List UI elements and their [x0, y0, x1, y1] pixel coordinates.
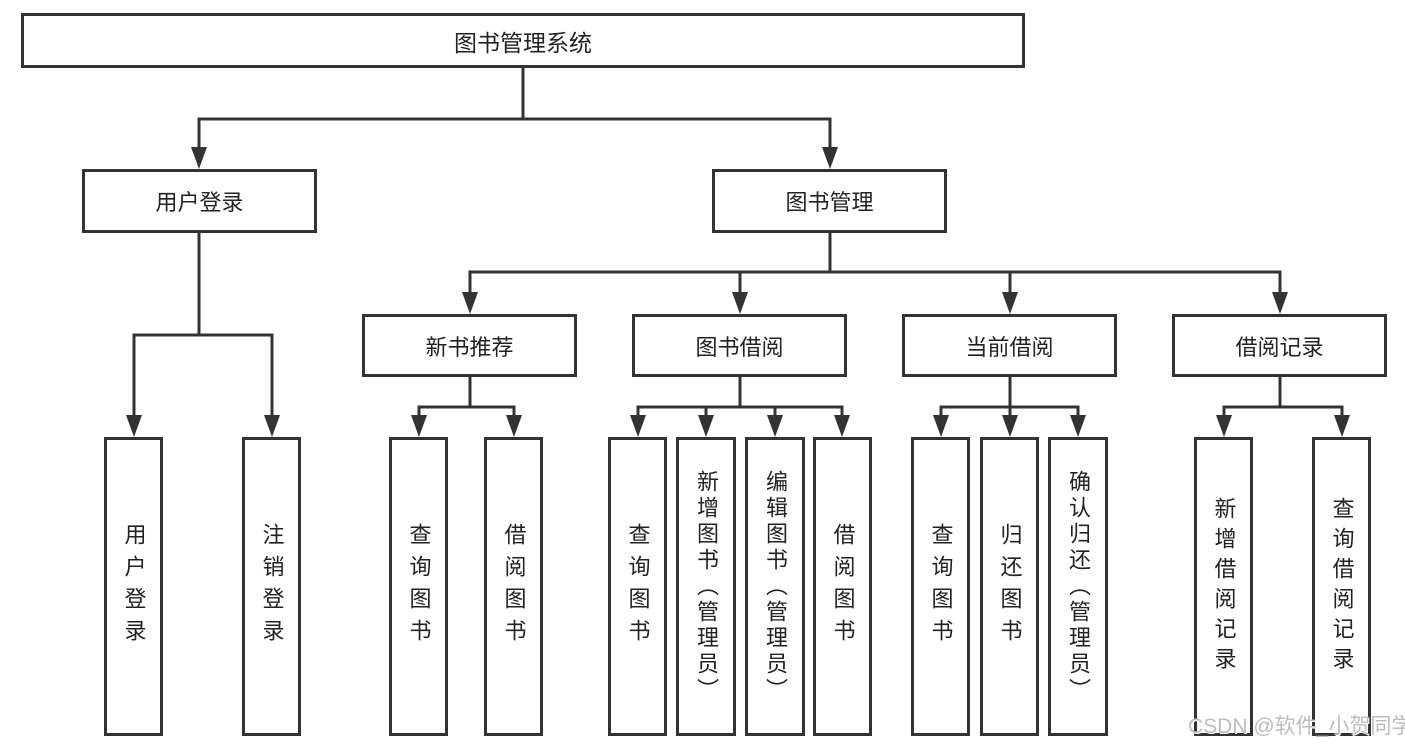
- node-borrow-records: 借阅记录: [1172, 314, 1387, 377]
- node-current-borrow: 当前借阅: [902, 314, 1117, 377]
- leaf-records-add-record: 新增借阅记录: [1194, 437, 1253, 736]
- node-library-management-system: 图书管理系统: [21, 13, 1025, 68]
- node-book-management: 图书管理: [712, 169, 947, 233]
- connector-borrow-records-children: [1216, 375, 1350, 437]
- leaf-borrow-query-book: 查询图书: [608, 437, 667, 736]
- connector-new-book-recommend-children: [411, 375, 522, 437]
- connector-book-management-children: [462, 231, 1288, 314]
- leaf-recommend-query-book: 查询图书: [389, 437, 448, 736]
- node-new-book-recommend: 新书推荐: [362, 314, 577, 377]
- leaf-current-query-book: 查询图书: [911, 437, 970, 736]
- connector-current-borrow-children: [933, 375, 1086, 437]
- leaf-logout: 注销登录: [242, 437, 301, 736]
- node-book-borrow: 图书借阅: [632, 314, 847, 377]
- connector-book-borrow-children: [630, 375, 850, 437]
- leaf-records-query-record: 查询借阅记录: [1312, 437, 1371, 736]
- leaf-user-login: 用户登录: [104, 437, 163, 736]
- leaf-current-confirm-return-admin: 确认归还（管理员）: [1048, 437, 1108, 736]
- leaf-recommend-borrow-book: 借阅图书: [484, 437, 543, 736]
- leaf-borrow-borrow-book: 借阅图书: [813, 437, 872, 736]
- connector-user-login-children: [126, 231, 280, 437]
- leaf-current-return-book: 归还图书: [980, 437, 1039, 736]
- node-user-login: 用户登录: [82, 169, 317, 233]
- leaf-borrow-add-book-admin: 新增图书（管理员）: [676, 437, 736, 736]
- connector-root-to-level2: [191, 66, 838, 169]
- leaf-borrow-edit-book-admin: 编辑图书（管理员）: [745, 437, 805, 736]
- csdn-watermark: CSDN @软件_小贺同学: [1188, 715, 1405, 738]
